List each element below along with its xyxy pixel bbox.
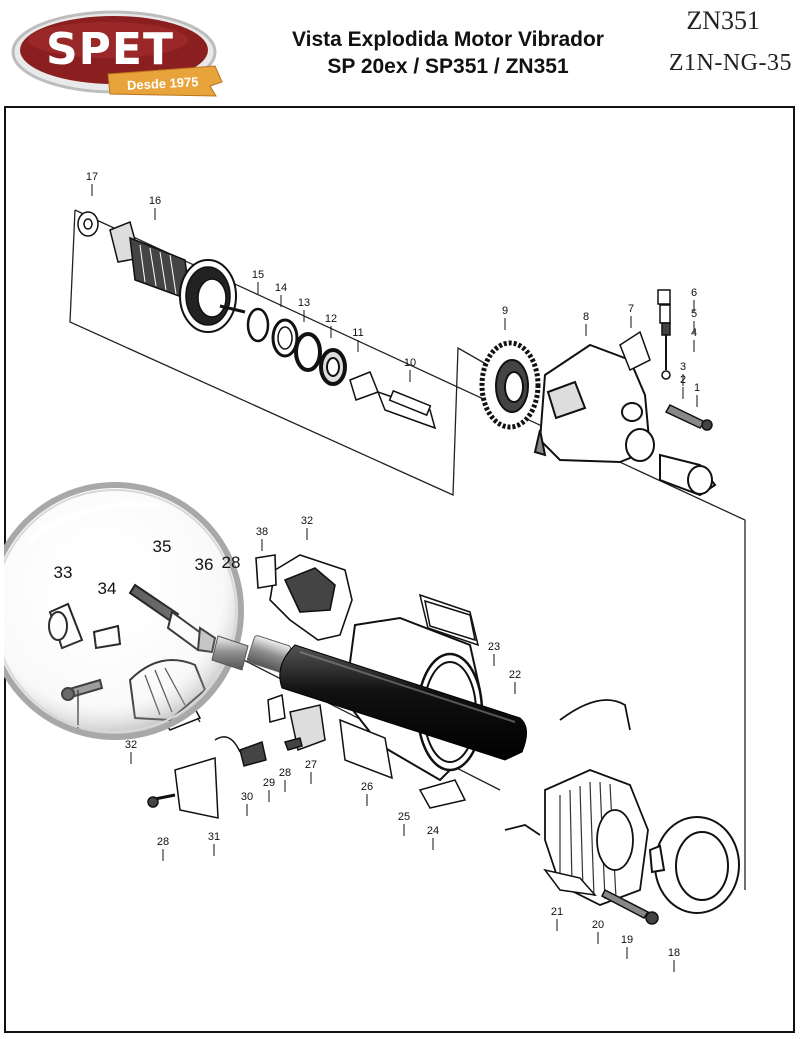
part-handle-half	[255, 554, 353, 641]
header: SPET Desde 1975 Vista Explodida Motor Vi…	[0, 0, 800, 105]
labels-top: 17 16 15 14 13 12 11 10 9 8 7 6 5 4 321	[86, 171, 700, 407]
part-label-28: 28	[157, 836, 169, 848]
labels-magnified: 33 34 35 36 28	[54, 537, 241, 598]
logo-brand: SPET	[46, 24, 174, 75]
part-label-21: 21	[551, 906, 563, 918]
logo-tagline: Desde 1975	[127, 74, 199, 93]
part-label-6: 6	[691, 287, 697, 299]
labels-bottom: 38 32 23 22 29 28 27 30 26 25 24 31 28 21 20 19 18 32	[125, 515, 680, 972]
part-label-19: 19	[621, 934, 633, 946]
part-stator	[504, 699, 649, 906]
part-label-20: 20	[592, 919, 604, 931]
magnified-label-36: 36	[195, 555, 214, 574]
part-label-4: 4	[691, 327, 697, 339]
magnified-label-34: 34	[98, 579, 117, 598]
part-label-32: 32	[301, 515, 313, 527]
part-brush-set	[619, 289, 713, 431]
part-nameplate	[339, 718, 467, 809]
part-label-22: 22	[509, 669, 521, 681]
part-label-7: 7	[628, 303, 634, 315]
part-armature	[109, 220, 246, 333]
page-title: Vista Explodida Motor Vibrador SP 20ex /…	[238, 26, 658, 80]
part-label-28: 28	[279, 767, 291, 779]
part-label-13: 13	[298, 297, 310, 309]
part-code: Z1N-NG-35	[668, 50, 792, 76]
part-label-plate	[418, 593, 480, 647]
part-gear-housing	[533, 343, 717, 497]
part-label-31: 31	[208, 831, 220, 843]
part-label-27: 27	[305, 759, 317, 771]
part-label-8: 8	[583, 311, 589, 323]
part-insulator-screw	[543, 868, 659, 925]
part-label-3: 3	[680, 361, 686, 373]
part-label-14: 14	[275, 282, 287, 294]
part-label-30: 30	[241, 791, 253, 803]
part-label-15: 15	[252, 269, 264, 281]
part-label-18: 18	[668, 947, 680, 959]
part-label-2: 2	[680, 374, 686, 386]
part-label-1: 1	[694, 382, 700, 394]
magnifier	[4, 482, 244, 740]
part-rings	[246, 307, 347, 386]
part-label-9: 9	[502, 305, 508, 317]
part-label-38: 38	[256, 526, 268, 538]
magnified-label-35: 35	[153, 537, 172, 556]
part-label-24: 24	[427, 825, 439, 837]
part-label-17: 17	[86, 171, 98, 183]
model-code: ZN351	[686, 6, 760, 35]
part-label-10: 10	[404, 357, 416, 369]
part-small-electrical	[147, 693, 326, 819]
part-gear	[479, 340, 541, 430]
part-label-29: 29	[263, 777, 275, 789]
part-label-12: 12	[325, 313, 337, 325]
part-label-32: 32	[125, 739, 137, 751]
part-label-5: 5	[691, 308, 697, 320]
title-line-2: SP 20ex / SP351 / ZN351	[327, 55, 569, 78]
part-label-23: 23	[488, 641, 500, 653]
part-label-26: 26	[361, 781, 373, 793]
part-label-16: 16	[149, 195, 161, 207]
magnified-label-33: 33	[54, 563, 73, 582]
title-line-1: Vista Explodida Motor Vibrador	[292, 28, 604, 51]
part-sleeve-shaft	[349, 371, 437, 430]
part-bearing-cap	[77, 211, 99, 237]
part-end-cap	[648, 816, 740, 914]
magnifier-lens	[4, 482, 244, 740]
magnifier-handle	[211, 635, 527, 761]
part-label-11: 11	[352, 327, 363, 339]
spet-logo: SPET Desde 1975	[11, 10, 223, 97]
magnified-label-28: 28	[222, 553, 241, 572]
part-label-25: 25	[398, 811, 410, 823]
